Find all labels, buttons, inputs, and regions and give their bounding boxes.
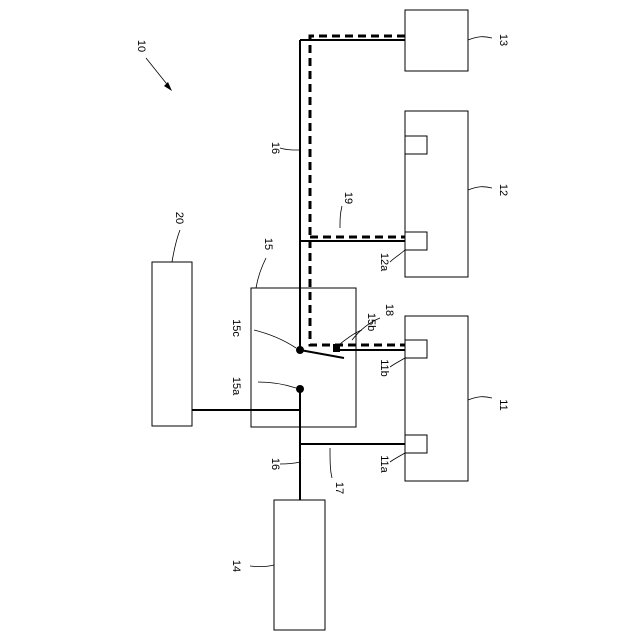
- terminal-11b: [405, 340, 427, 358]
- terminal-12-top: [405, 136, 427, 154]
- leader-12: [468, 187, 492, 190]
- label-15c: 15c: [230, 319, 242, 337]
- terminal-12a: [405, 232, 427, 250]
- label-18: 18: [383, 304, 395, 316]
- block-20: [152, 262, 192, 426]
- label-16-top: 16: [269, 142, 281, 154]
- leader-12a: [390, 250, 405, 262]
- switch-terminal-15b: [333, 344, 340, 352]
- label-16-bottom: 16: [269, 458, 281, 470]
- leader-16-top: [280, 148, 300, 150]
- block-13: [405, 10, 468, 71]
- leader-11a: [390, 453, 405, 462]
- label-15b: 15b: [365, 313, 377, 331]
- label-20: 20: [173, 212, 185, 224]
- leader-17: [330, 448, 332, 478]
- label-13: 13: [497, 34, 509, 46]
- label-14: 14: [230, 560, 242, 572]
- leader-11: [468, 397, 492, 400]
- leader-15: [256, 258, 266, 288]
- label-15a: 15a: [230, 377, 242, 396]
- label-11b: 11b: [378, 359, 390, 377]
- node-15c: [296, 346, 304, 354]
- label-15: 15: [262, 238, 274, 250]
- leader-14: [250, 565, 274, 567]
- label-11a: 11a: [378, 455, 390, 473]
- label-17: 17: [333, 482, 345, 494]
- leader-13: [468, 37, 492, 40]
- leader-20: [172, 230, 180, 262]
- label-19: 19: [342, 192, 354, 204]
- node-15a: [296, 385, 304, 393]
- label-12: 12: [497, 184, 509, 196]
- label-12a: 12a: [378, 253, 390, 272]
- leader-11b: [390, 358, 405, 367]
- system-arrow: [146, 58, 170, 88]
- label-11: 11: [497, 399, 509, 410]
- leader-19: [340, 206, 342, 228]
- leader-16-bottom: [280, 462, 300, 464]
- system-arrow-head: [164, 82, 172, 91]
- label-10: 10: [135, 40, 147, 52]
- terminal-11a: [405, 435, 427, 453]
- block-14: [274, 500, 325, 630]
